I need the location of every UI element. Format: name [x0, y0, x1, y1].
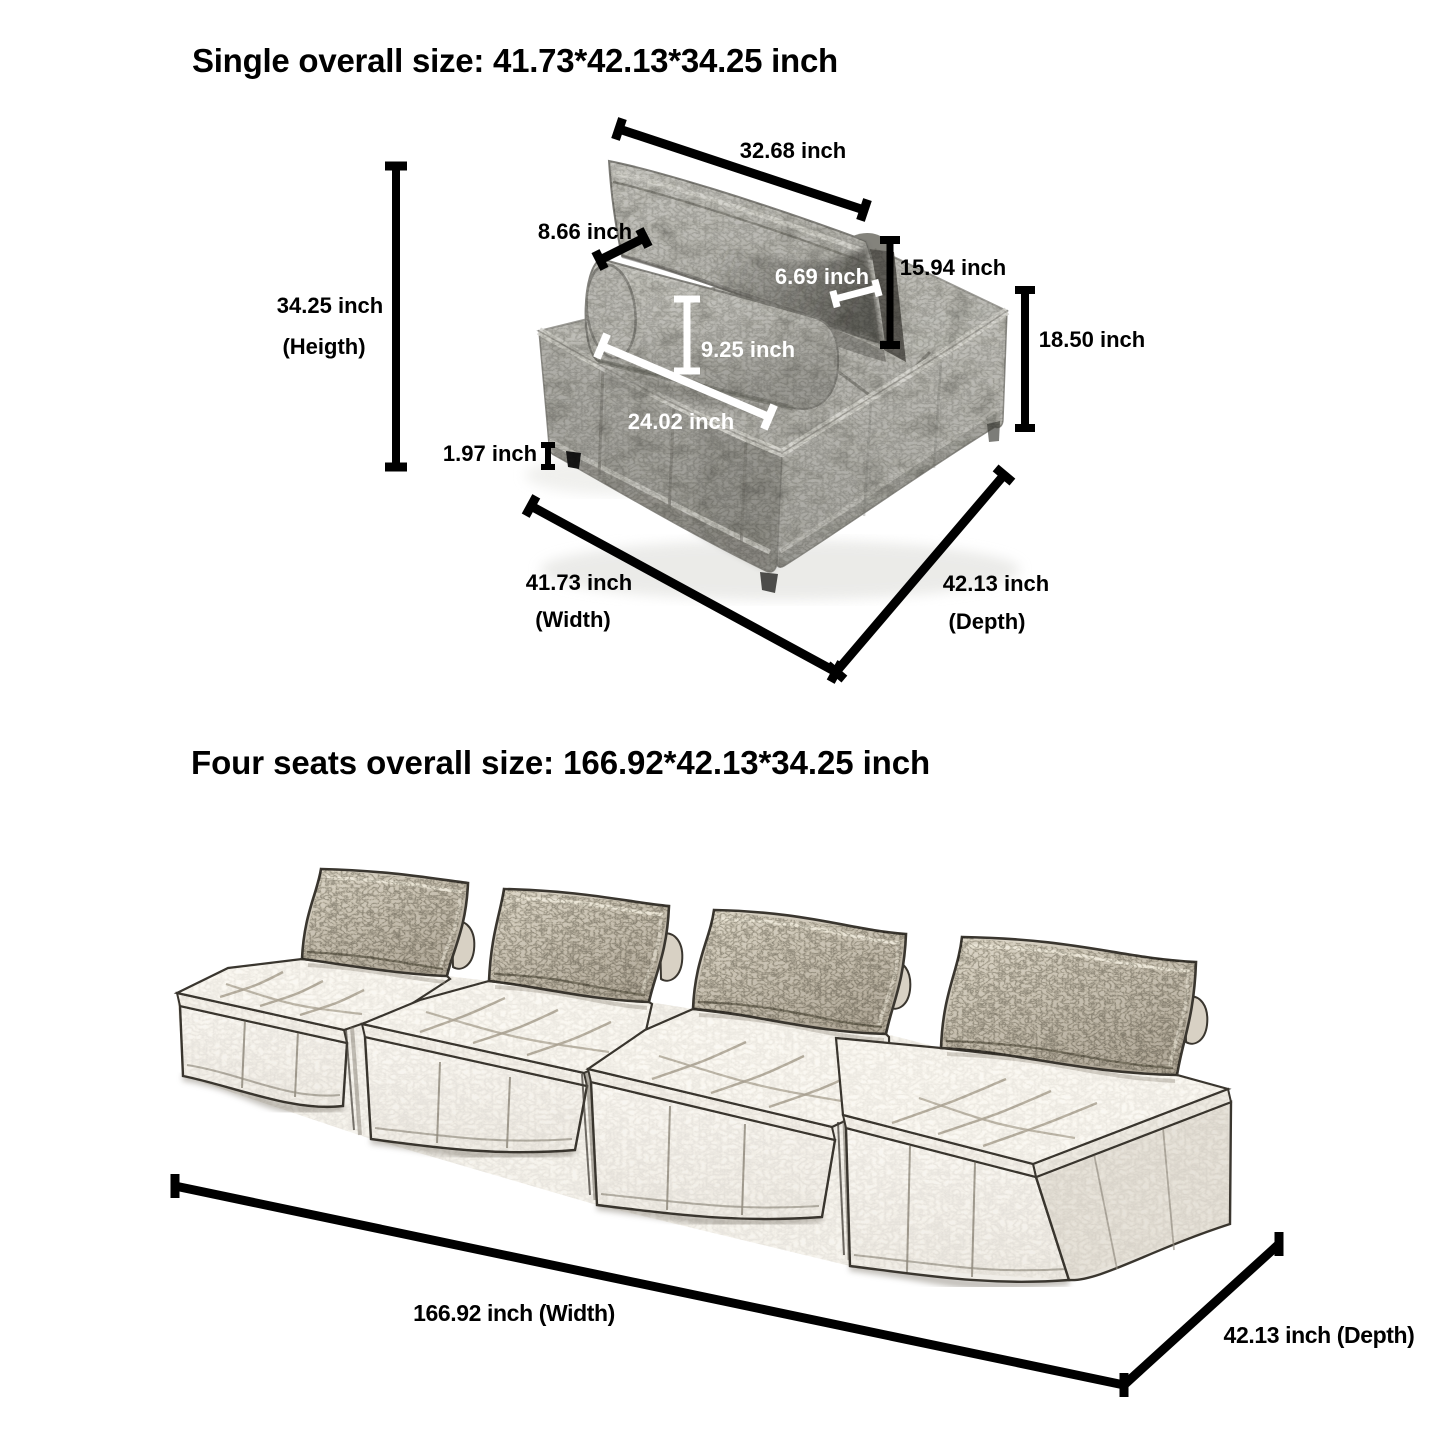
svg-text:8.66 inch: 8.66 inch: [538, 219, 632, 244]
svg-text:Four seats overall size: 166.9: Four seats overall size: 166.92*42.13*34…: [191, 744, 930, 781]
svg-text:32.68 inch: 32.68 inch: [740, 138, 846, 163]
svg-text:(Width): (Width): [535, 607, 611, 632]
svg-text:42.13 inch: 42.13 inch: [943, 571, 1049, 596]
svg-text:6.69 inch: 6.69 inch: [775, 264, 869, 289]
svg-text:41.73 inch: 41.73 inch: [526, 570, 632, 595]
svg-text:9.25 inch: 9.25 inch: [701, 337, 795, 362]
svg-text:Single overall size: 41.73*42.: Single overall size: 41.73*42.13*34.25 i…: [192, 42, 838, 79]
svg-text:1.97 inch: 1.97 inch: [443, 441, 537, 466]
svg-text:15.94 inch: 15.94 inch: [900, 255, 1006, 280]
svg-text:(Heigth): (Heigth): [282, 334, 365, 359]
svg-text:(Depth): (Depth): [949, 609, 1026, 634]
svg-text:42.13 inch (Depth): 42.13 inch (Depth): [1224, 1322, 1415, 1348]
svg-text:18.50 inch: 18.50 inch: [1039, 327, 1145, 352]
svg-text:24.02 inch: 24.02 inch: [628, 409, 734, 434]
svg-text:166.92 inch (Width): 166.92 inch (Width): [413, 1300, 615, 1326]
svg-text:34.25 inch: 34.25 inch: [277, 293, 383, 318]
